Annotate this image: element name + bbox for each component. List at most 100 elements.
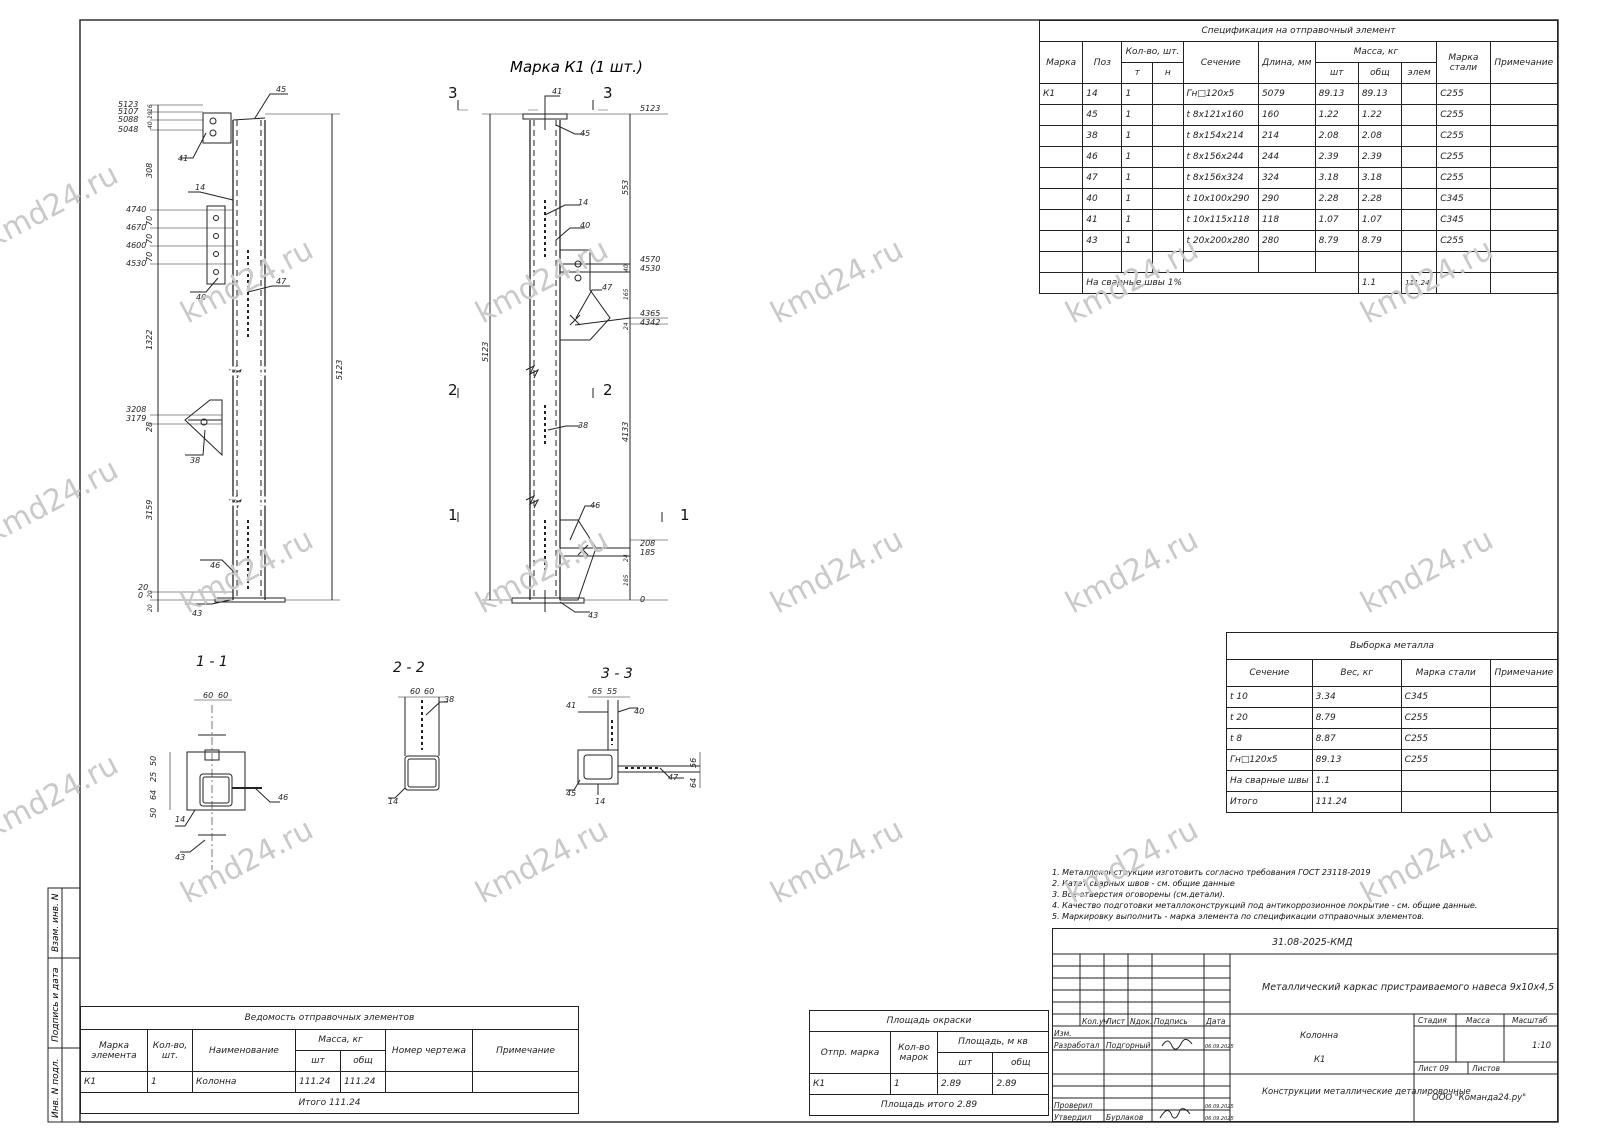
spec-cell: 2.39 <box>1357 146 1403 168</box>
spec-cell <box>1151 230 1184 252</box>
metal-cell <box>1400 770 1491 792</box>
elev-label: 5123 <box>640 104 660 113</box>
dim-label: 3159 <box>145 500 154 520</box>
spec-cell: 46 <box>1082 146 1123 168</box>
spec-cell <box>1489 188 1559 210</box>
metal-cell: Итого <box>1226 791 1313 813</box>
position-label: 40 <box>580 221 590 230</box>
spec-cell: 1.07 <box>1314 209 1359 231</box>
shipping-total: Итого 111.24 <box>80 1092 579 1114</box>
spec-cell: 324 <box>1257 167 1316 189</box>
paint-header: шт <box>936 1052 994 1074</box>
spec-cell: 1 <box>1121 188 1153 210</box>
spec-cell: t 10x100x290 <box>1182 188 1259 210</box>
elev-label: 5123 <box>118 100 138 109</box>
spec-cell: 244 <box>1257 146 1316 168</box>
spec-cell: 1 <box>1121 209 1153 231</box>
spec-cell: 1 <box>1121 104 1153 126</box>
shipping-table: Ведомость отправочных элементов Марка эл… <box>80 1006 579 1114</box>
paint-header: Площадь, м кв <box>937 1031 1049 1053</box>
left-elevation-view <box>150 93 340 612</box>
spec-cell: 1.07 <box>1357 209 1403 231</box>
dim-label: 56 <box>689 758 698 768</box>
position-label: 43 <box>175 853 185 862</box>
spec-cell <box>1401 125 1438 147</box>
dim-label: 64 <box>149 790 158 800</box>
stamp-label: Разработал <box>1054 1041 1100 1050</box>
shipping-header: Кол-во, шт. <box>147 1029 193 1072</box>
position-label: 14 <box>595 797 605 806</box>
metal-header: Вес, кг <box>1311 659 1402 687</box>
spec-cell: 2.08 <box>1314 125 1359 147</box>
section-titles: 1 - 1 2 - 2 3 - 3 <box>196 654 633 682</box>
position-label: 40 <box>634 707 644 716</box>
shipping-header: Наименование <box>192 1029 296 1072</box>
spec-cell <box>1401 83 1438 105</box>
metal-header: Сечение <box>1226 659 1313 687</box>
elev-label: 20 <box>138 583 148 592</box>
spec-cell <box>1401 167 1438 189</box>
elev-label: 208 <box>640 539 655 548</box>
spec-cell: 280 <box>1257 230 1316 252</box>
spec-cell: С345 <box>1436 209 1491 231</box>
cut-mark: 1 <box>448 506 458 524</box>
spec-header: Кол-во, шт. <box>1121 41 1184 63</box>
stamp-date: 06.09.2025 <box>1205 1116 1234 1122</box>
spec-cell: 45 <box>1082 104 1123 126</box>
cut-marks: 3 3 2 2 1 1 <box>448 84 690 524</box>
paint-cell: К1 <box>809 1073 891 1095</box>
metal-table: Выборка металла Сечение Вес, кг Марка ст… <box>1226 632 1559 813</box>
metal-cell: t 10 <box>1226 686 1313 708</box>
shipping-cell: К1 <box>80 1071 148 1093</box>
metal-cell: t 20 <box>1226 707 1313 729</box>
elev-label: 4600 <box>126 241 146 250</box>
spec-cell <box>1038 230 1084 252</box>
metal-cell: С345 <box>1400 686 1491 708</box>
cut-mark: 3 <box>448 84 458 102</box>
stamp-doc-type: Конструкции металлические деталировочные <box>1262 1087 1471 1097</box>
spec-cell: С255 <box>1436 146 1491 168</box>
spec-cell: 1.22 <box>1357 104 1403 126</box>
metal-cell <box>1489 707 1559 729</box>
spec-cell: С345 <box>1436 188 1491 210</box>
spec-cell: С255 <box>1436 83 1491 105</box>
right-elevation-view <box>457 95 668 613</box>
note-1: 1. Металлоконструкции изготовить согласн… <box>1052 868 1371 877</box>
spec-cell <box>1151 146 1184 168</box>
paint-header: Отпр. марка <box>809 1031 891 1074</box>
dim-label: 50 <box>149 756 158 766</box>
spec-cell: 8.79 <box>1357 230 1403 252</box>
metal-cell: На сварные швы <box>1226 770 1313 792</box>
side-label-3: Инв. N подл. <box>51 1059 61 1118</box>
spec-cell: 47 <box>1082 167 1123 189</box>
metal-cell: 8.79 <box>1311 707 1402 729</box>
spec-cell: 1 <box>1121 167 1153 189</box>
shipping-title: Ведомость отправочных элементов <box>80 1006 579 1030</box>
spec-cell: 118 <box>1257 209 1316 231</box>
spec-cell <box>1038 125 1084 147</box>
spec-cell: t 8x121x160 <box>1182 104 1259 126</box>
section-title: 2 - 2 <box>393 660 425 676</box>
stamp-label: Лист 09 <box>1417 1064 1449 1073</box>
main-title: Марка К1 (1 шт.) <box>510 58 643 76</box>
section-1-1-labels: 60 60 50 25 64 50 46 14 43 <box>149 691 288 862</box>
metal-header: Марка стали <box>1400 659 1491 687</box>
dim-label: 28 <box>145 422 154 432</box>
metal-cell: t 8 <box>1226 728 1313 750</box>
position-label: 14 <box>578 198 588 207</box>
metal-cell: 89.13 <box>1311 749 1402 771</box>
spec-cell <box>1489 104 1559 126</box>
spec-header: общ <box>1357 62 1403 84</box>
spec-weld-value: 1.1 <box>1357 272 1403 294</box>
stamp-code: 31.08-2025-КМД <box>1272 937 1353 948</box>
metal-cell: 1.1 <box>1311 770 1402 792</box>
dim-label: 60 <box>203 691 213 700</box>
spec-header: Марка <box>1038 41 1084 84</box>
shipping-header: Масса, кг <box>295 1029 386 1051</box>
spec-cell: 2.39 <box>1314 146 1359 168</box>
spec-cell: 3.18 <box>1357 167 1403 189</box>
position-label: 38 <box>444 695 454 704</box>
